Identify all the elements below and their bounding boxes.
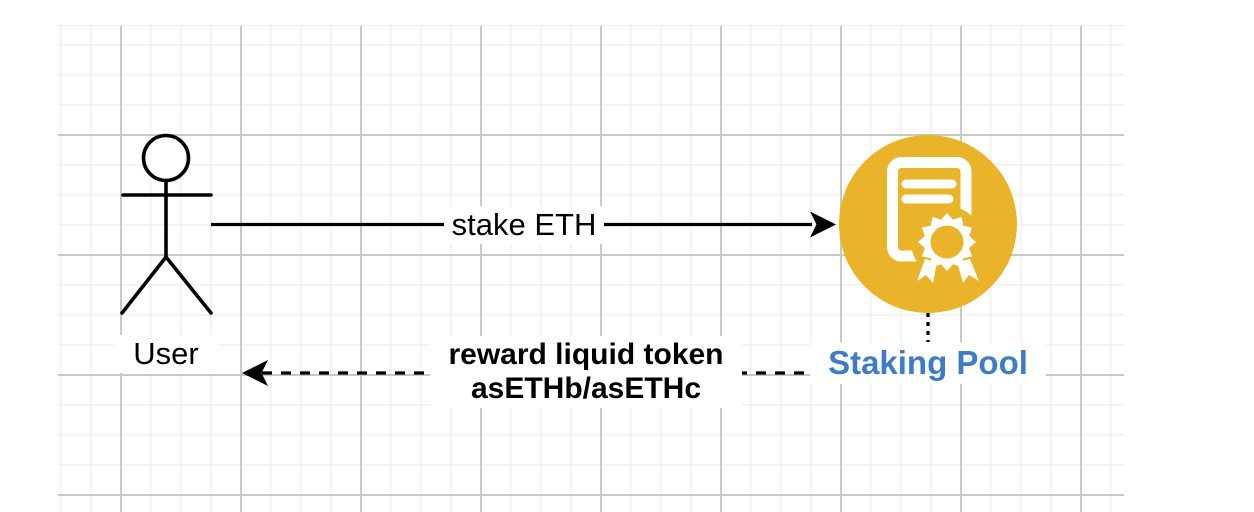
stick-figure-icon xyxy=(120,133,213,315)
certificate-icon xyxy=(887,157,983,283)
reward-label-line2: asETHb/asETHc xyxy=(470,372,702,405)
staking-pool-label: Staking Pool xyxy=(810,342,1046,384)
user-label: User xyxy=(114,335,218,373)
staking-pool-node xyxy=(839,135,1017,313)
reward-label-line1: reward liquid token xyxy=(448,338,724,371)
stake-eth-label: stake ETH xyxy=(444,206,604,244)
reward-label: reward liquid token asETHb/asETHc xyxy=(430,336,742,408)
user-actor-figure xyxy=(120,133,213,315)
